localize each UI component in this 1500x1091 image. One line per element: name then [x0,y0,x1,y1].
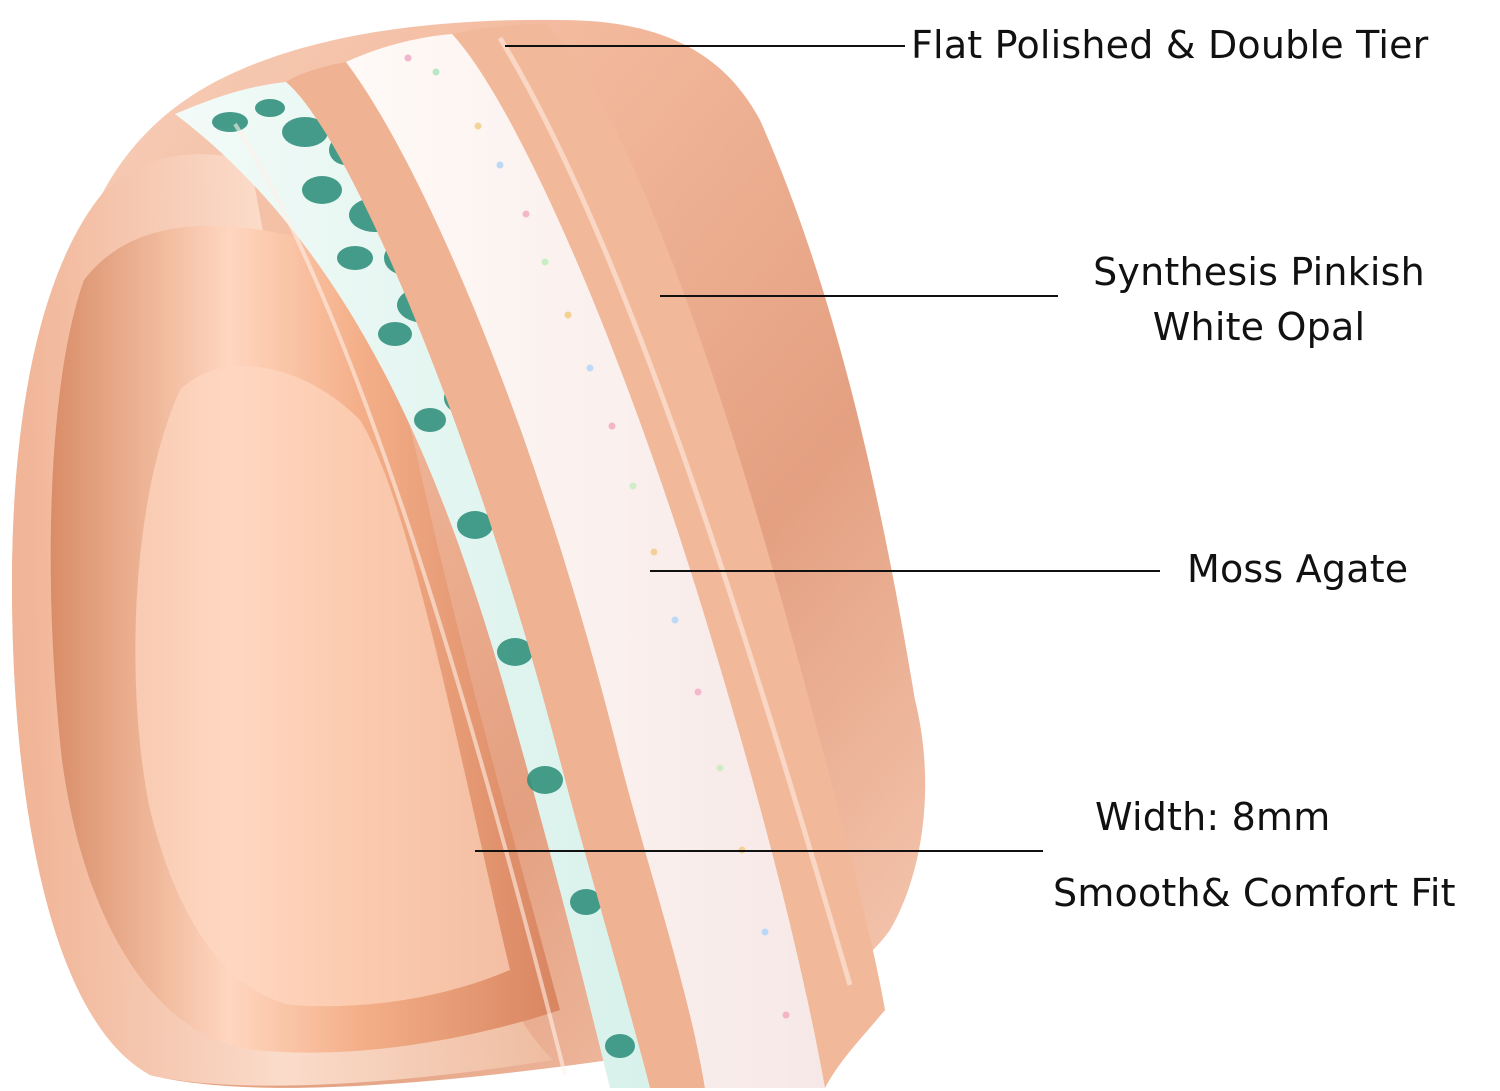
polish-highlight-left [233,122,567,1076]
ring-right-tier [452,24,885,1088]
polish-highlight-right [497,36,853,986]
ring-middle-tier [286,62,705,1088]
finish-label: Flat Polished & Double Tier [911,23,1429,67]
opal-callout-line [660,295,1058,297]
opal-label-line-2: White Opal [1152,305,1366,349]
width-label: Width: 8mm [1095,795,1331,839]
opal-label-line-1: Synthesis Pinkish [1093,250,1425,294]
width-fit-callout-line [475,850,1043,852]
opal-sparkles [404,54,790,1019]
agate-callout-line [650,570,1160,572]
agate-label: Moss Agate [1187,547,1409,591]
moss-agate-inlay [175,82,650,1088]
ring-inner-highlight [135,366,510,1007]
fit-label: Smooth& Comfort Fit [1053,871,1456,915]
opal-inlay [346,34,825,1088]
finish-callout-line [505,45,905,47]
